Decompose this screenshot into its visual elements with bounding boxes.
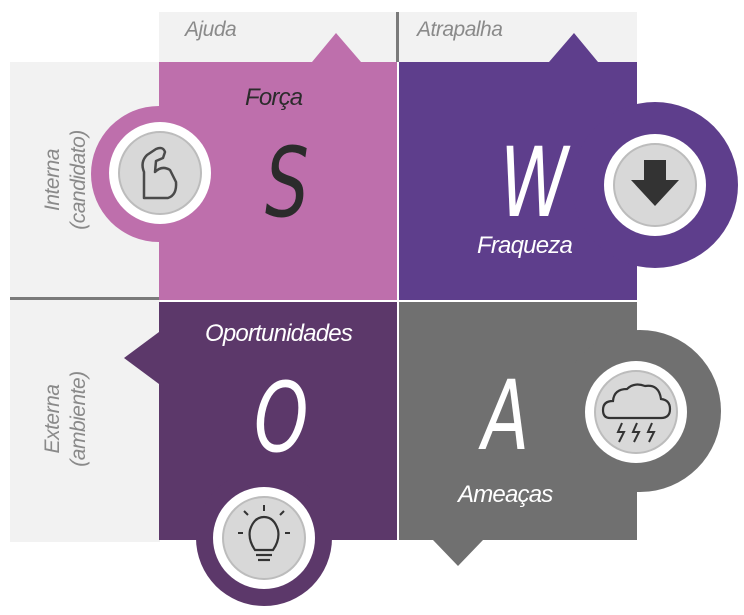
weaknesses-quadrant [399,33,738,300]
column-divider [396,12,399,62]
storm-cloud-icon [585,361,687,463]
lightbulb-icon [213,487,315,589]
weaknesses-letter: W [500,127,569,239]
weaknesses-label: Fraqueza [477,232,573,259]
threats-label: Ameaças [458,481,553,508]
row-divider [10,297,160,300]
column-label-hinders: Atrapalha [417,18,503,41]
flexed-arm-icon [109,122,211,224]
strengths-quadrant [91,33,397,300]
column-label-helps: Ajuda [185,18,237,41]
strengths-letter: S [265,127,309,239]
arrow-down-icon [604,134,706,236]
opportunities-label: Oportunidades [205,320,353,347]
threats-letter: A [482,360,530,472]
strengths-label: Força [245,84,303,111]
opportunities-letter: O [254,362,309,474]
